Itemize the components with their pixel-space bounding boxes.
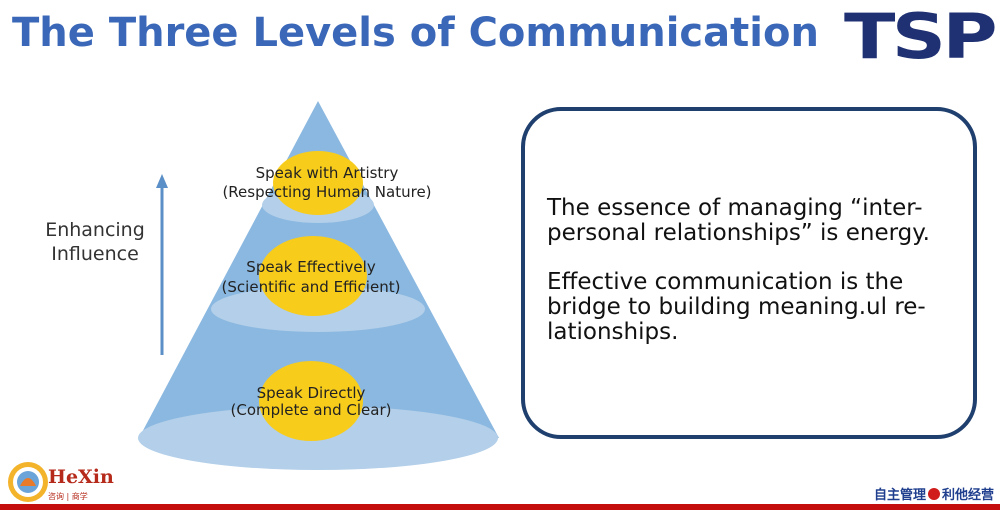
level-bubble-top	[273, 151, 363, 215]
slogan-right: 利他经营	[941, 488, 994, 503]
hexin-brand-sub: 咨询 | 商学	[48, 492, 88, 501]
influence-label-line1: Enhancing	[45, 219, 145, 241]
influence-label: Enhancing Influence	[30, 218, 160, 266]
influence-arrow-head	[156, 174, 168, 188]
info-line-2: personal relationships” is energy.	[547, 220, 930, 246]
page-title: The Three Levels of Communication	[12, 10, 819, 56]
influence-label-line2: Influence	[51, 243, 139, 265]
tsp-logo: TSP	[844, 6, 996, 64]
level-bottom-name: Speak Directly	[257, 384, 366, 402]
bottom-bar	[0, 504, 1000, 510]
slogan-dot-icon	[927, 487, 940, 500]
level-middle-detail: (Scientific and Efficient)	[222, 278, 401, 296]
info-line-3: Effective communication is the	[547, 269, 904, 295]
info-box	[521, 107, 977, 439]
level-bubble-bottom	[259, 361, 363, 441]
hexin-logo-icon	[8, 462, 48, 502]
level-middle-name: Speak Effectively	[246, 258, 376, 276]
level-top-name: Speak with Artistry	[256, 164, 399, 182]
hexin-brand: HeXin	[48, 466, 114, 488]
tsp-logo-text: TSP	[844, 6, 995, 64]
info-text: The essence of managing “inter- personal…	[547, 196, 977, 369]
slogan: 自主管理 利他经营	[874, 484, 994, 503]
info-line-5: lationships.	[547, 319, 679, 345]
level-bubble-middle	[259, 236, 367, 316]
info-line-1: The essence of managing “inter-	[547, 195, 923, 221]
slogan-left: 自主管理	[873, 488, 926, 503]
level-top-detail: (Respecting Human Nature)	[222, 183, 431, 201]
info-line-4: bridge to building meaning.ul re-	[547, 294, 926, 320]
level-bottom-detail: (Complete and Clear)	[231, 401, 392, 419]
